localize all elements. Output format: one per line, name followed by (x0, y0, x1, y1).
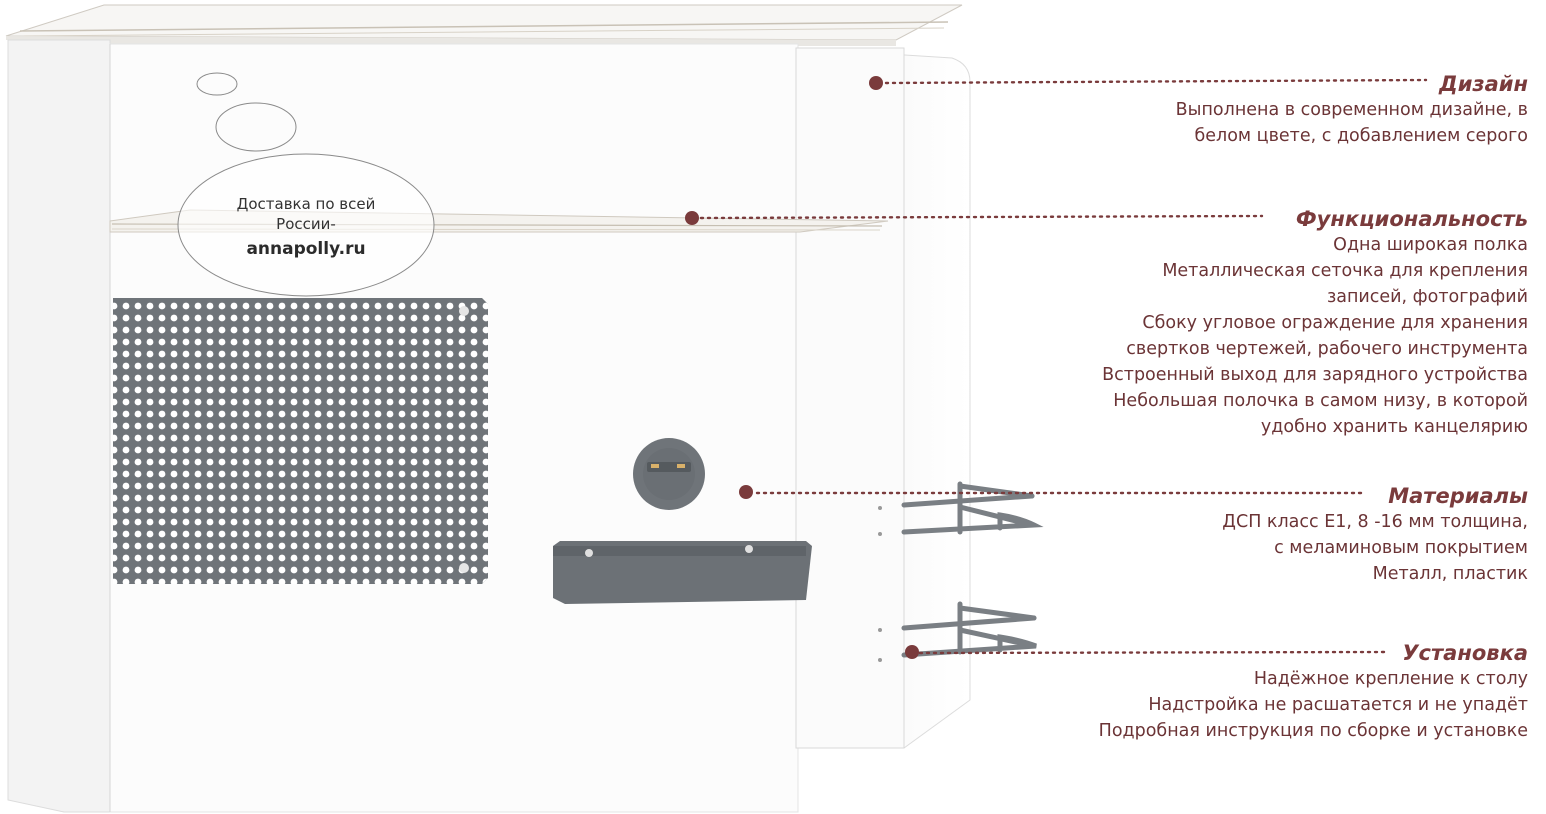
feature-line: удобно хранить канцелярию (1260, 417, 1528, 437)
feature-title: Установка (1402, 641, 1528, 665)
feature-title: Материалы (1388, 484, 1528, 508)
callout-dots (685, 76, 919, 659)
feature-line: белом цвете, с добавлением серого (1194, 126, 1528, 146)
feature-line: Выполнена в современном дизайне, в (1175, 100, 1528, 120)
top-crown (5, 4, 963, 46)
feature-installation: Установка Надёжное крепление к столу Над… (1099, 640, 1528, 744)
right-side-panel (795, 47, 971, 749)
feature-materials: Материалы ДСП класс Е1, 8 -16 мм толщина… (1222, 483, 1528, 587)
feature-line: Подробная инструкция по сборке и установ… (1098, 721, 1528, 741)
side-rail-lower (901, 601, 1037, 658)
feature-line: Сбоку угловое ограждение для хранения (1142, 313, 1528, 333)
delivery-line-1: Доставка по всей (236, 195, 376, 213)
metal-pegboard (113, 298, 488, 584)
feature-design: Дизайн Выполнена в современном дизайне, … (1176, 71, 1528, 149)
feature-line: Надёжное крепление к столу (1253, 669, 1528, 689)
speech-bubbles (177, 72, 435, 297)
feature-line: с меламиновым покрытием (1274, 538, 1528, 558)
feature-line: записей, фотографий (1326, 287, 1528, 307)
feature-line: ДСП класс Е1, 8 -16 мм толщина, (1222, 512, 1528, 532)
feature-line: свертков чертежей, рабочего инструмента (1126, 339, 1528, 359)
side-rail-upper (901, 481, 1044, 535)
feature-line: Встроенный выход для зарядного устройств… (1102, 365, 1528, 385)
feature-functionality: Функциональность Одна широкая полка Мета… (1102, 206, 1528, 440)
delivery-badge: Доставка по всей России- annapolly.ru (178, 154, 434, 296)
delivery-line-2: России- (276, 215, 336, 233)
charger-outlet (633, 438, 705, 510)
delivery-text: Доставка по всей России- (178, 194, 434, 234)
leader-lines (699, 78, 1428, 655)
left-side-panel (7, 39, 111, 813)
feature-line: Небольшая полочка в самом низу, в которо… (1113, 391, 1528, 411)
feature-title: Функциональность (1295, 207, 1528, 231)
small-tray-shelf (553, 541, 812, 604)
feature-line: Металлическая сеточка для крепления (1162, 261, 1528, 281)
feature-title: Дизайн (1438, 72, 1528, 96)
feature-line: Одна широкая полка (1333, 235, 1528, 255)
feature-line: Надстройка не расшатается и не упадёт (1148, 695, 1528, 715)
site-link[interactable]: annapolly.ru (246, 239, 366, 259)
feature-line: Металл, пластик (1372, 564, 1528, 584)
